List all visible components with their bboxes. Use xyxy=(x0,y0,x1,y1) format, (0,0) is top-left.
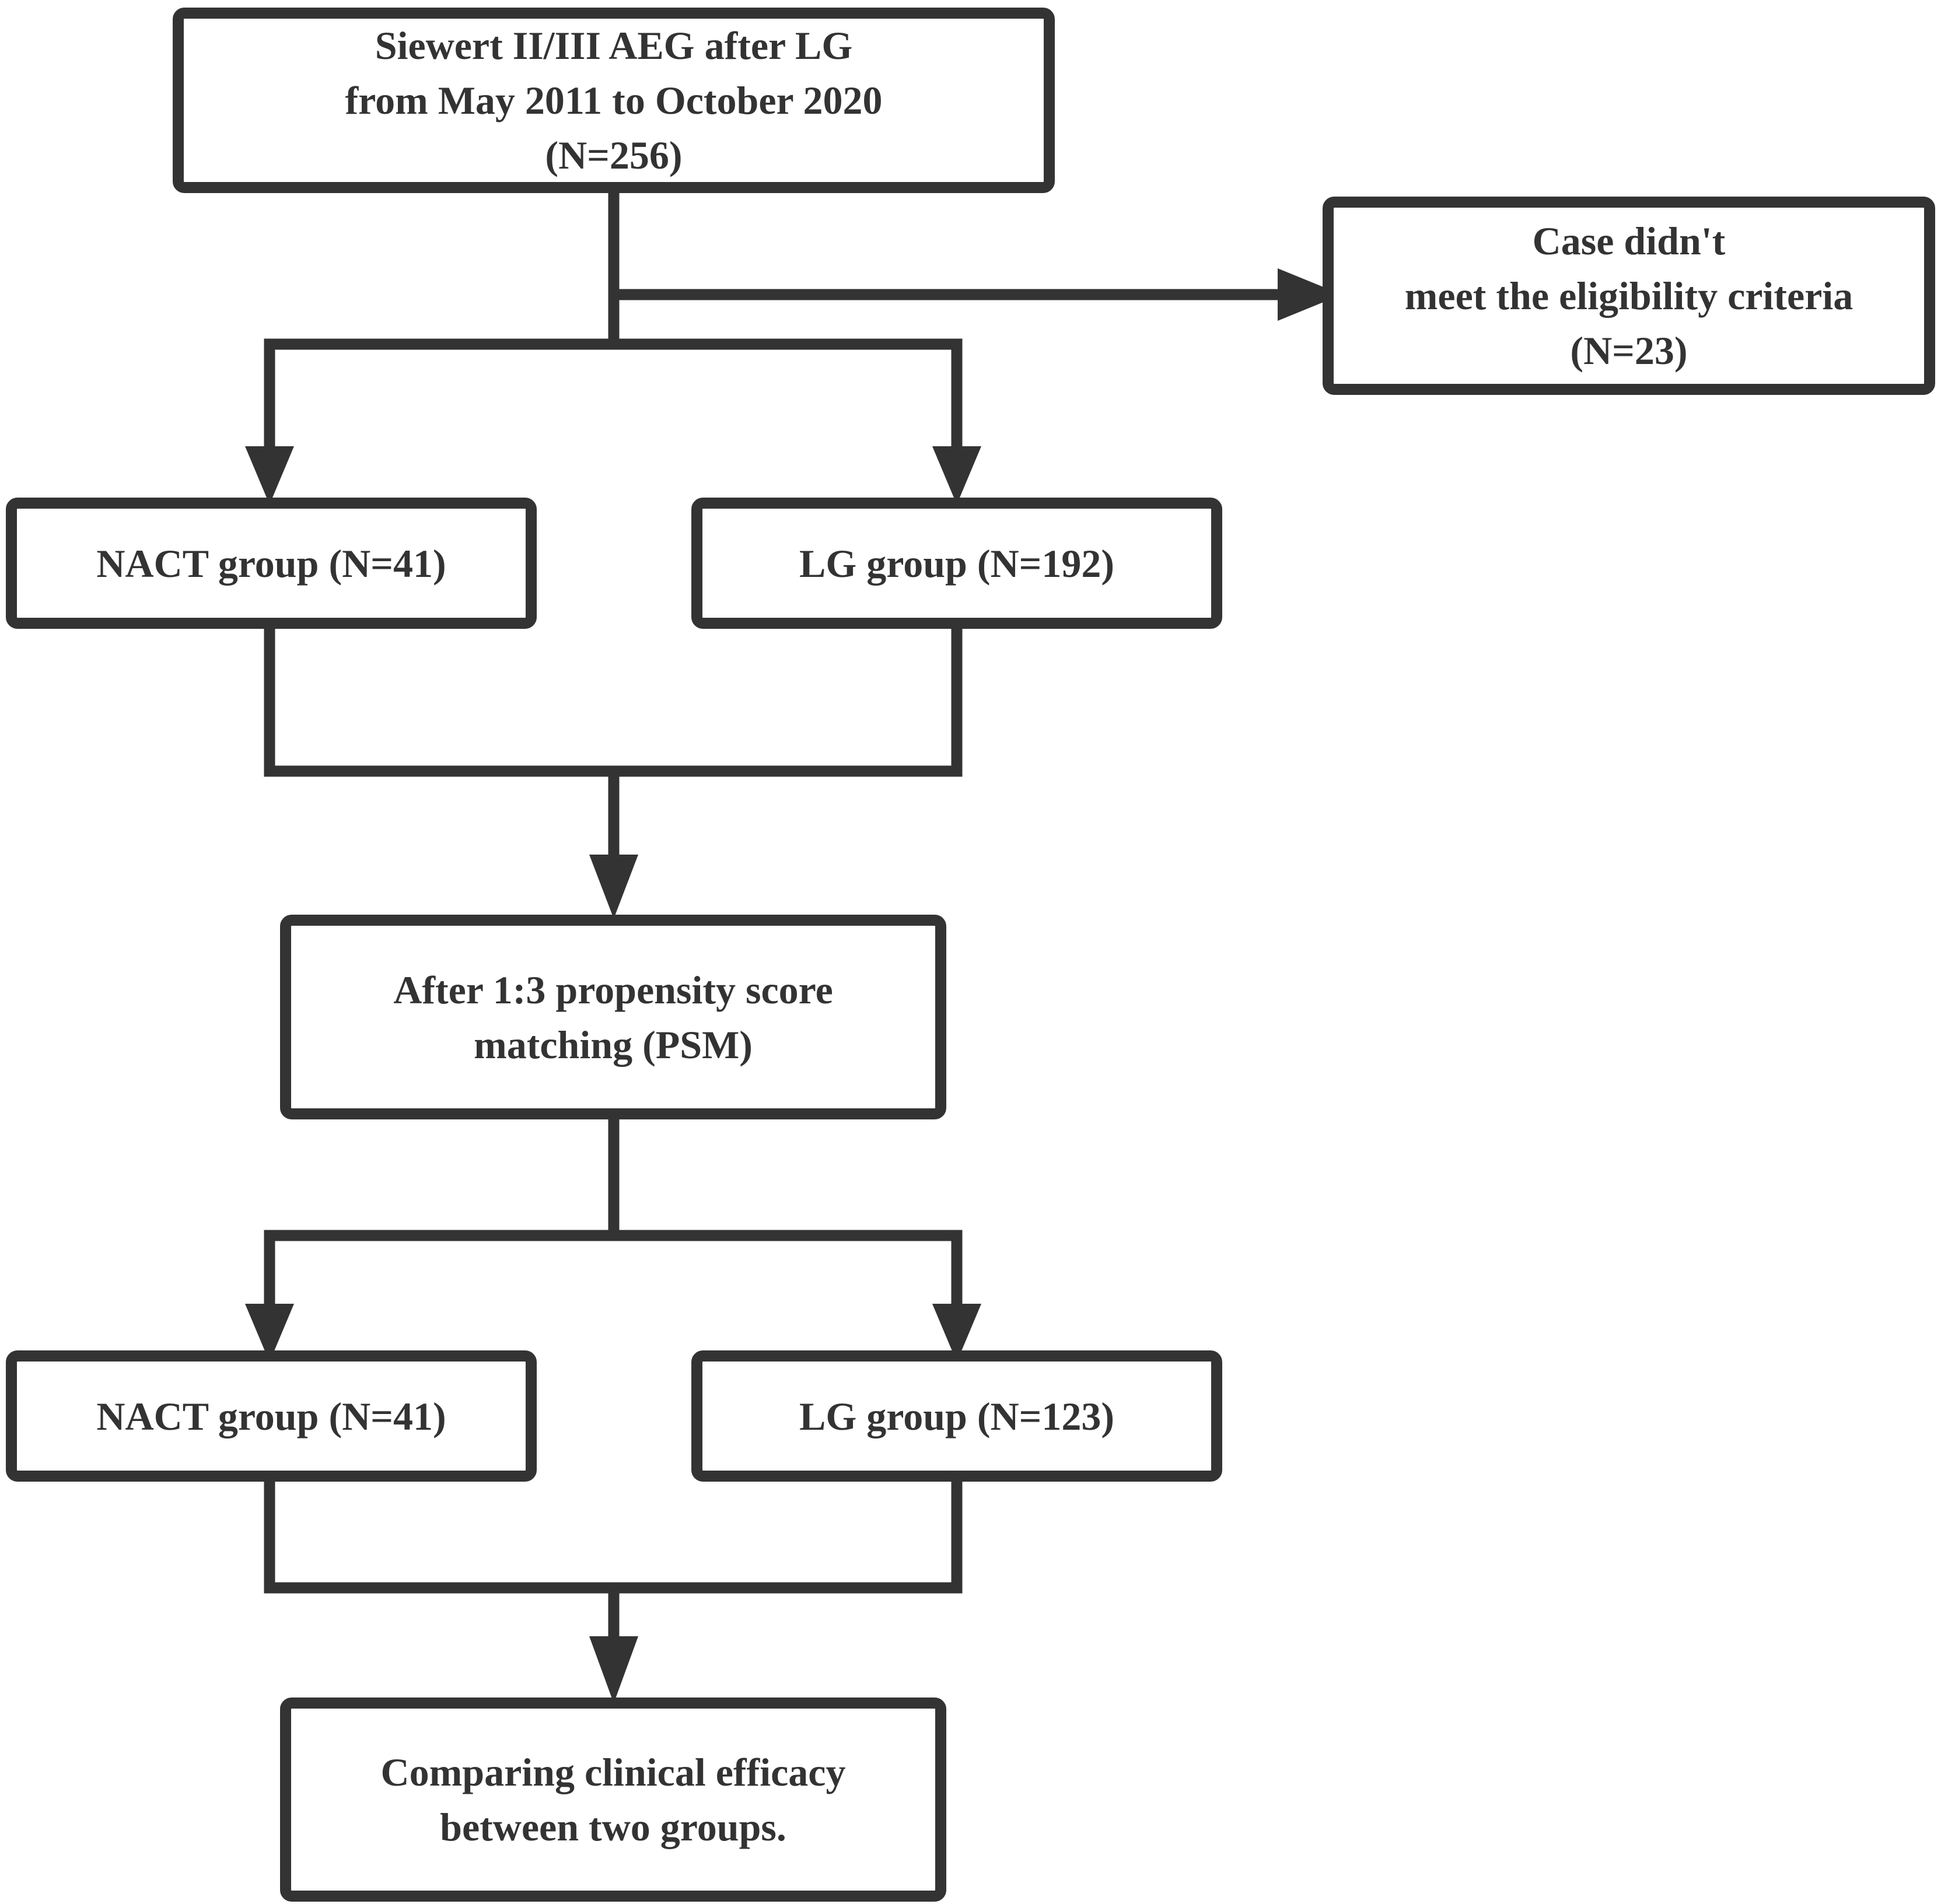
excluded-line-2: meet the eligibility criteria xyxy=(1404,274,1853,318)
arrowhead-exclusion xyxy=(1278,268,1342,321)
lg-group-after-box: LG group (N=123) xyxy=(691,1350,1222,1482)
excluded-line-1: Case didn't xyxy=(1532,219,1726,263)
source-line-3: (N=256) xyxy=(545,133,683,177)
source-line-1: Siewert II/III AEG after LG xyxy=(375,23,853,68)
arrowhead-outcome xyxy=(589,1636,638,1703)
nact-group-before-box: NACT group (N=41) xyxy=(6,498,537,629)
outcome-line-2: between two groups. xyxy=(440,1805,786,1849)
arrowhead-nact-before xyxy=(245,446,294,505)
source-population-box: Siewert II/III AEG after LG from May 201… xyxy=(173,8,1055,193)
excluded-line-3: (N=23) xyxy=(1570,328,1688,373)
psm-line-2: matching (PSM) xyxy=(474,1022,753,1067)
lg-group-before-box: LG group (N=192) xyxy=(691,498,1222,629)
arrowhead-lg-after xyxy=(932,1304,981,1362)
psm-box: After 1:3 propensity score matching (PSM… xyxy=(280,915,946,1119)
nact-group-after-box: NACT group (N=41) xyxy=(6,1350,537,1482)
psm-line-1: After 1:3 propensity score xyxy=(393,967,833,1012)
lg-after-label: LG group (N=123) xyxy=(799,1394,1114,1438)
arrowhead-nact-after xyxy=(245,1304,294,1362)
source-line-2: from May 2011 to October 2020 xyxy=(345,78,883,123)
outcome-box: Comparing clinical efficacy between two … xyxy=(280,1698,946,1902)
nact-after-label: NACT group (N=41) xyxy=(96,1394,446,1438)
arrowhead-psm xyxy=(589,855,638,919)
excluded-cases-box: Case didn't meet the eligibility criteri… xyxy=(1323,197,1935,395)
arrowhead-lg-before xyxy=(932,446,981,505)
nact-before-label: NACT group (N=41) xyxy=(96,541,446,586)
outcome-line-1: Comparing clinical efficacy xyxy=(380,1750,846,1794)
lg-before-label: LG group (N=192) xyxy=(799,541,1114,586)
